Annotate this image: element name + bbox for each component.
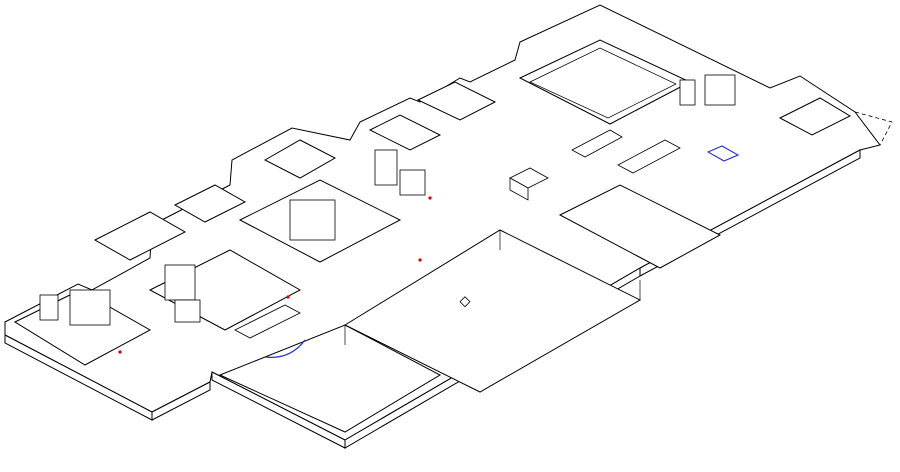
red-marker <box>428 196 432 200</box>
red-marker <box>118 350 122 354</box>
room-small-3 <box>778 97 852 136</box>
red-marker <box>286 295 290 299</box>
room-north-inner <box>529 47 677 119</box>
shelf-unit <box>289 199 336 241</box>
blue-bench <box>706 145 740 162</box>
dashed-outline <box>854 111 893 146</box>
shelf-unit <box>39 294 59 321</box>
room-small-4 <box>368 114 442 151</box>
room-small-2 <box>416 81 497 121</box>
room-small-5 <box>93 211 187 261</box>
shelf-unit <box>399 169 426 196</box>
blue-curved-counter <box>264 339 306 358</box>
counter <box>571 129 623 158</box>
shelf-unit <box>164 264 196 301</box>
floor-marker <box>459 296 471 308</box>
counter <box>234 304 301 339</box>
counter <box>617 139 681 174</box>
room-east-wing <box>558 184 722 269</box>
shelf-unit <box>704 74 736 106</box>
shelf-unit <box>69 289 111 326</box>
column-block <box>509 177 529 201</box>
shelf-unit <box>374 149 398 186</box>
equipment <box>39 74 893 358</box>
room-small-1 <box>263 139 337 179</box>
shelf-unit <box>174 299 201 323</box>
red-marker <box>418 258 422 262</box>
shelf-unit <box>679 79 696 106</box>
room-small-6 <box>173 184 247 223</box>
